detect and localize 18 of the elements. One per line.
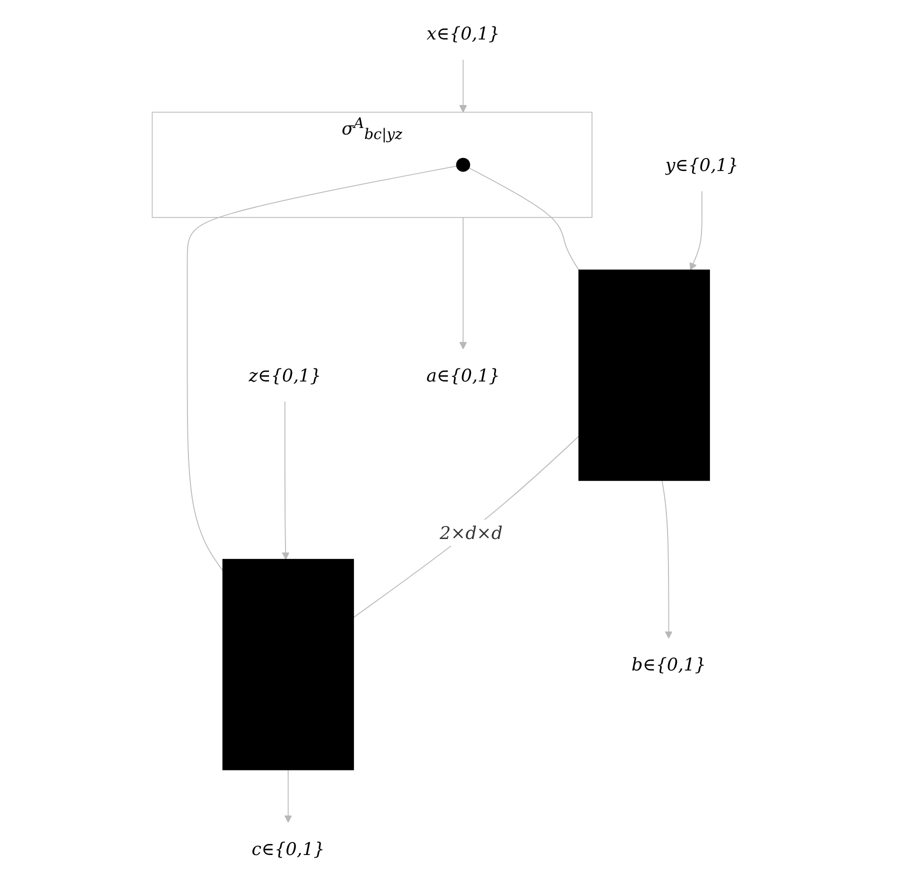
node-box: [578, 270, 710, 481]
arrow: [690, 190, 702, 270]
connector: [186, 166, 458, 572]
node-text: a∈{0,1}: [426, 364, 500, 386]
edge-label: 2×d×d: [440, 522, 503, 544]
node-circle: [456, 158, 470, 172]
arrow: [662, 480, 673, 639]
arrow: [459, 59, 467, 113]
arrow: [459, 217, 467, 350]
node-text: b∈{0,1}: [631, 654, 706, 676]
node-text: c∈{0,1}: [252, 838, 325, 860]
arrow: [282, 401, 290, 560]
node-text: x∈{0,1}: [426, 22, 500, 44]
connector: [468, 167, 580, 271]
node-box: [222, 558, 354, 770]
node-text: z∈{0,1}: [248, 364, 322, 386]
arrow: [284, 769, 292, 823]
connector: [353, 436, 580, 618]
